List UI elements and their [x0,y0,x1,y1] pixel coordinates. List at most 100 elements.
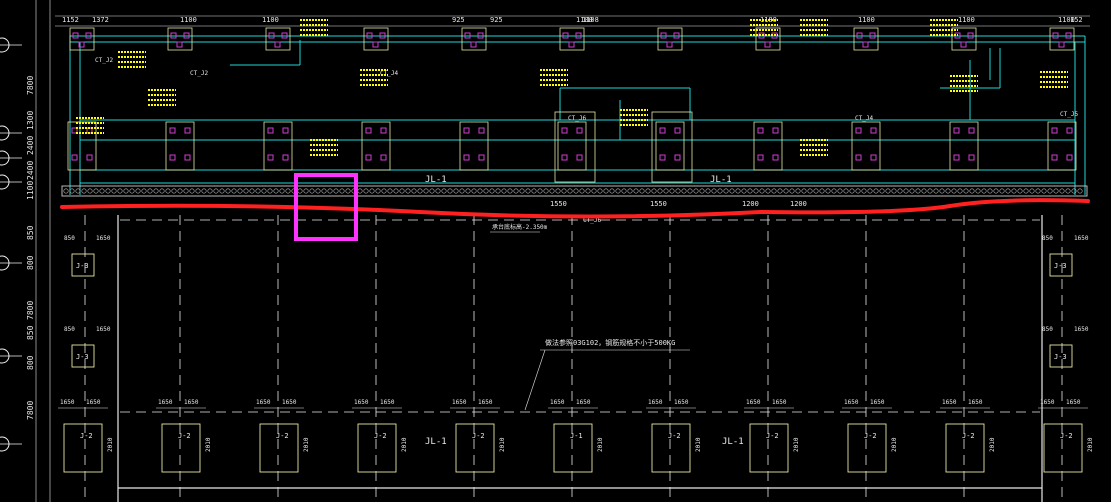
pile-cap [167,27,193,51]
pile [856,32,863,39]
beam-hatch-mark [549,188,555,194]
top-dimension-text: 1100 [262,16,279,24]
top-dimension-text: 1152 [62,16,79,24]
highlight-box [294,173,358,241]
beam-hatch-mark [183,188,189,194]
footing-dim-text: 2010 [891,437,898,452]
left-dimension-text: 850 [26,225,35,240]
beam-hatch-mark [63,188,69,194]
pile [477,32,484,39]
pile [86,154,93,161]
left-dimension-text: 850 [26,325,35,340]
pile [268,32,275,39]
beam-hatch-mark [1065,188,1071,194]
footing-dim-text: 1650 [184,399,199,406]
footing-layer [58,215,1088,502]
beam-hatch-mark [279,188,285,194]
beam-hatch-mark [189,188,195,194]
beam-hatch-mark [801,188,807,194]
beam-hatch-mark [441,188,447,194]
cap-label: CT_J5 [1060,111,1078,118]
beam-hatch-mark [411,188,417,194]
beam-hatch-mark [111,188,117,194]
footing-j3 [1049,253,1073,277]
pile [870,154,877,161]
beam-hatch-mark [285,188,291,194]
pile [659,127,666,134]
pile [366,32,373,39]
beam-hatch-mark [909,188,915,194]
beam-label: JL-1 [722,437,744,447]
pile [85,32,92,39]
left-dimension-text: 2400 [26,161,35,180]
beam-hatch-mark [213,188,219,194]
left-dimension-text: 2400 [26,136,35,155]
footing-label: J-2 [374,432,387,440]
pile [380,127,387,134]
beam-hatch-mark [933,188,939,194]
beam-hatch-mark [81,188,87,194]
footing-label: J-1 [570,432,583,440]
beam-hatch-mark [171,188,177,194]
footing-dim-text: 1650 [86,399,101,406]
beam-hatch-mark [381,188,387,194]
axis-bubble [0,174,10,190]
beam-hatch-mark [993,188,999,194]
footing-label: J-2 [864,432,877,440]
footing-dim-text: 1650 [256,399,271,406]
pile [772,154,779,161]
beam-hatch-mark [1047,188,1053,194]
beam-hatch-mark [567,188,573,194]
footing-label: J-2 [668,432,681,440]
beam-hatch-mark [537,188,543,194]
beam-hatch-mark [879,188,885,194]
footing-dim-text: 1650 [380,399,395,406]
beam-hatch-mark [369,188,375,194]
beam-hatch-mark [603,188,609,194]
beam-hatch-mark [525,188,531,194]
beam-hatch-mark [195,188,201,194]
beam-hatch-mark [681,188,687,194]
pile [267,127,274,134]
footing-j2 [161,423,201,473]
beam-hatch-mark [651,188,657,194]
beam-hatch-mark [129,188,135,194]
pile [372,41,379,48]
beam-hatch-mark [483,188,489,194]
top-dimension-text: 1100 [858,16,875,24]
axis-bubble [0,125,10,141]
top-dimension-text: 1100 [958,16,975,24]
footing-dim-text: 1650 [576,399,591,406]
pile [862,41,869,48]
pile-cap [361,121,391,171]
beam-hatch-mark [297,188,303,194]
beam-hatch-mark [561,188,567,194]
beam-hatch-mark [141,188,147,194]
pile-cap-layer [67,27,1077,183]
footing-label: J-2 [766,432,779,440]
beam-label: JL-1 [425,175,447,185]
beam-hatch-mark [357,188,363,194]
beam-hatch-mark [1035,188,1041,194]
pile-cap [265,27,291,51]
beam-hatch-mark [99,188,105,194]
beam-hatch-mark [399,188,405,194]
beam-hatch-mark [261,188,267,194]
footing-dim-text: 1650 [844,399,859,406]
footing-dim-text: 850 [64,326,75,333]
beam-hatch-mark [741,188,747,194]
beam-hatch-mark [585,188,591,194]
cap-label: CT_J4 [855,115,873,122]
pile [274,41,281,48]
beam-label: JL-1 [425,437,447,447]
beam-hatch-mark [999,188,1005,194]
beam-hatch-mark [429,188,435,194]
beam-hatch-mark [765,188,771,194]
beam-hatch-mark [699,188,705,194]
pile [575,32,582,39]
beam-hatch-mark [87,188,93,194]
footing-dim-text: 1650 [772,399,787,406]
pile [757,127,764,134]
beam-hatch-mark [927,188,933,194]
